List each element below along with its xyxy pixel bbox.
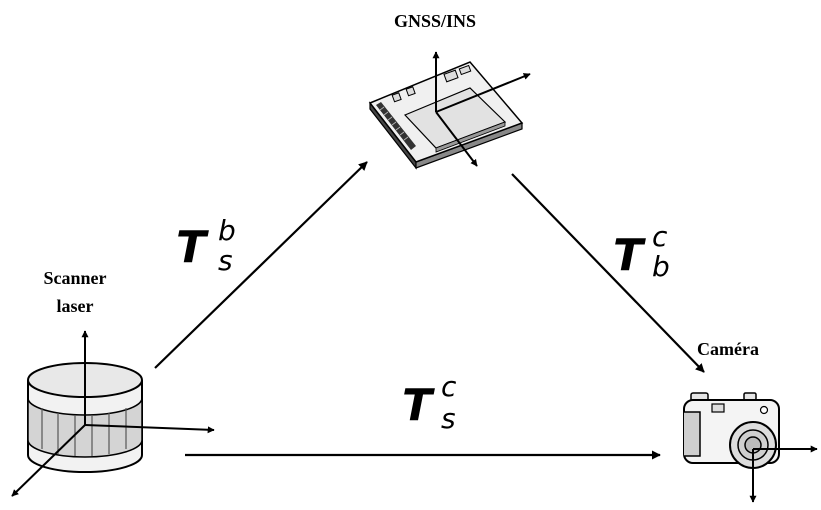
arrow-scanner-to-gnss — [154, 161, 368, 369]
transform-subscript: b — [652, 250, 670, 283]
transform-scanner-to-gnss: T b s — [176, 214, 236, 277]
transform-subscript: s — [441, 402, 456, 435]
transform-superscript: c — [652, 220, 668, 253]
camera-label: Caméra — [697, 339, 759, 359]
scanner-laser-icon — [11, 330, 215, 497]
transform-superscript: b — [218, 214, 236, 247]
scanner-label-line2: laser — [57, 296, 94, 316]
gnss-ins-board-icon — [368, 51, 531, 170]
transform-superscript: c — [441, 370, 457, 403]
transform-symbol: T — [176, 222, 209, 273]
gnss-label: GNSS/INS — [394, 11, 476, 31]
scanner-label-line1: Scanner — [44, 268, 107, 288]
transform-gnss-to-camera: T c b — [613, 220, 670, 283]
transform-subscript: s — [218, 244, 233, 277]
transform-symbol: T — [402, 380, 435, 431]
arrow-gnss-to-camera — [511, 173, 705, 373]
transform-symbol: T — [613, 230, 646, 281]
transform-scanner-to-camera: T c s — [402, 370, 457, 435]
camera-icon — [683, 392, 818, 503]
